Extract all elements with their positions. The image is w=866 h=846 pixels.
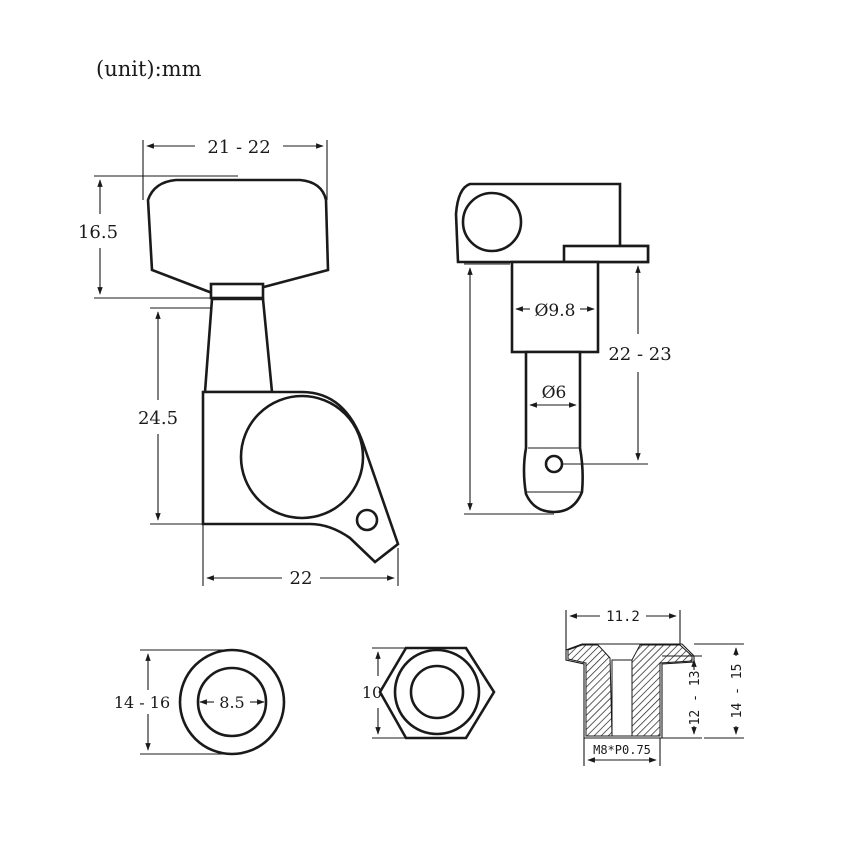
tuner-front-view <box>454 182 650 514</box>
dim-knob-width: 21 - 22 <box>142 137 328 200</box>
hexnut-height-label: 10 <box>362 683 382 702</box>
washer-outer-label: 14 - 16 <box>114 693 170 712</box>
dim-shaft-large: Ø9.8 <box>515 301 595 321</box>
bushing-width-label: 11.2 <box>606 609 640 625</box>
shaft-small-label: Ø6 <box>542 383 567 403</box>
bushing-outer-label: 14 - 15 <box>730 664 745 719</box>
dim-post-length: 22 - 23 <box>464 263 672 515</box>
knob-width-label: 21 - 22 <box>207 137 270 158</box>
hex-nut: 10 <box>362 646 496 740</box>
gear-cap <box>239 394 365 520</box>
dim-shaft-small: Ø6 <box>529 383 577 408</box>
shaft-large-label: Ø9.8 <box>535 301 576 321</box>
knob-height-label: 16.5 <box>78 222 118 243</box>
hex-nut-hole <box>409 664 465 720</box>
bushing-thread-label: M8*P0.75 <box>593 743 651 757</box>
washer-inner <box>196 666 268 738</box>
screw-hole <box>355 508 379 532</box>
dim-body-height: 24.5 <box>138 307 212 525</box>
knob-shaft <box>203 297 274 394</box>
body-width-label: 22 <box>290 568 313 589</box>
unit-label: (unit):mm <box>96 57 202 81</box>
housing-tab <box>562 244 650 264</box>
tuner-side-view <box>146 178 400 564</box>
housing-hole <box>461 191 523 253</box>
dim-body-width: 22 <box>202 524 399 589</box>
washer: 14 - 16 8.5 <box>114 648 286 756</box>
knob-neck <box>209 282 265 300</box>
dim-knob-height: 16.5 <box>78 175 238 299</box>
string-hole <box>544 454 564 474</box>
washer-inner-label: 8.5 <box>219 693 244 712</box>
bushing: 11.2 12 - 13 14 - 15 M8*P0.75 <box>565 609 745 766</box>
post-shaft-small <box>522 350 584 514</box>
bushing-outline <box>565 643 695 739</box>
bushing-inner-label: 12 - 13 <box>688 671 703 726</box>
post-length-label: 22 - 23 <box>608 344 671 365</box>
tuner-knob <box>146 178 330 298</box>
body-height-label: 24.5 <box>138 408 178 429</box>
